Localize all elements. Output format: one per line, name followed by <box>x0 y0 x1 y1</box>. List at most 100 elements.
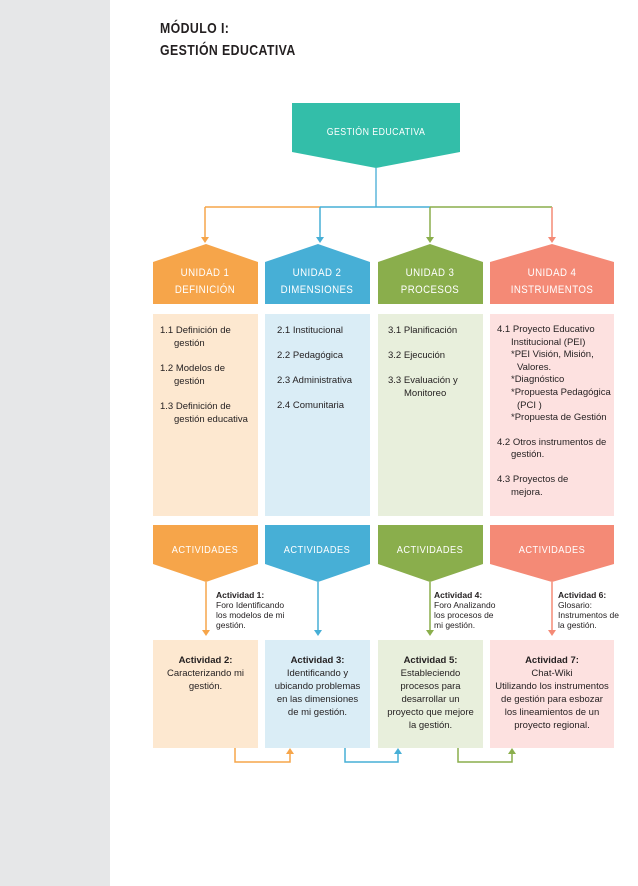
bottom-line: Chat-Wiki <box>531 668 573 679</box>
unit-1-label: UNIDAD 1 DEFINICIÓN <box>159 265 251 299</box>
arrow-head-4 <box>548 237 556 243</box>
bottom-line: la gestión. <box>408 720 453 731</box>
bottom-line: de mi gestión. <box>287 707 348 718</box>
item-number: 4.3 <box>497 473 511 485</box>
arrow-head-2 <box>316 237 324 243</box>
bottom-line: Identificando y <box>286 668 349 679</box>
bottom-link-3-4 <box>457 748 513 763</box>
arrow-head-3 <box>426 237 434 243</box>
activity-3-box: Actividad 3: Identificando y ubicando pr… <box>265 654 370 719</box>
item-number: 2.4 <box>277 400 291 411</box>
item-number: 3.1 <box>388 325 402 336</box>
note-title: Actividad 6: <box>558 590 607 600</box>
bottom-line: gestión. <box>188 681 223 692</box>
unit-3-panel <box>378 314 483 516</box>
bottom-line: proyecto que mejore <box>387 707 474 718</box>
activity-arrowhead-3 <box>426 630 434 636</box>
note-line: los modelos de mi <box>216 610 285 620</box>
unit-2-panel <box>265 314 370 516</box>
bottom-line: procesos para <box>400 681 461 692</box>
item-text: mejora. <box>511 486 543 498</box>
unit-4-header <box>490 244 614 304</box>
item-number: 1.2 <box>160 363 174 374</box>
note-title: Actividad 4: <box>434 590 483 600</box>
bottom-link-2-3-arrow <box>394 748 402 754</box>
bottom-title: Actividad 3: <box>290 655 345 666</box>
bottom-title: Actividad 2: <box>178 655 233 666</box>
activity-arrowhead-2 <box>314 630 322 636</box>
bottom-line: los lineamientos de un <box>504 707 600 718</box>
item-text: gestión educativa <box>174 414 248 425</box>
unit-4-label-line1: UNIDAD 4 <box>527 267 577 279</box>
note-line: Glosario: <box>558 600 593 610</box>
item-number: 1.1 <box>160 325 174 336</box>
note-line: mi gestión. <box>434 620 476 630</box>
activity-7-box: Actividad 7: Chat-Wiki Utilizando los in… <box>490 654 614 732</box>
item-text: *Propuesta Pedagógica <box>511 386 611 398</box>
activity-4-note: Actividad 4: Foro Analizando los proceso… <box>434 590 510 630</box>
unit-2-label-line2: DIMENSIONES <box>280 284 354 296</box>
note-line: la gestión. <box>558 620 597 630</box>
activity-5-box: Actividad 5: Estableciendo procesos para… <box>378 654 483 732</box>
bottom-line: de gestión para esbozar <box>501 694 603 705</box>
activities-1-banner <box>153 525 258 582</box>
unit-1-header <box>153 244 258 304</box>
item-text: Valores. <box>517 361 552 373</box>
item-text: Evaluación y <box>403 375 458 386</box>
activities-2-label: ACTIVIDADES <box>283 544 351 556</box>
top-box <box>292 103 460 168</box>
unit-1-panel <box>153 314 258 516</box>
item-number: 4.2 <box>497 436 511 448</box>
bottom-line: Caracterizando mi <box>166 668 245 679</box>
activities-4-label: ACTIVIDADES <box>518 544 586 556</box>
unit-3-item-2: 3.2 Ejecución <box>388 349 482 362</box>
bottom-line: Estableciendo <box>400 668 461 679</box>
bottom-link-3-4-arrow <box>508 748 516 754</box>
unit-4-content: 4.1 Proyecto Educativo Institucional (PE… <box>497 324 613 511</box>
item-number: 3.3 <box>388 375 402 386</box>
bottom-link-1-2-arrow <box>286 748 294 754</box>
bottom-3-panel <box>378 640 483 748</box>
arrow-head-1 <box>201 237 209 243</box>
bottom-link-1-2 <box>234 748 291 763</box>
item-text: Comunitaria <box>292 400 345 411</box>
unit-3-header <box>378 244 483 304</box>
activity-2-box: Actividad 2: Caracterizando mi gestión. <box>153 654 258 693</box>
bottom-2-panel <box>265 640 370 748</box>
item-number: 2.3 <box>277 375 291 386</box>
item-text: gestión. <box>511 449 545 461</box>
unit-1-label-line1: UNIDAD 1 <box>180 267 230 279</box>
bottom-line: Utilizando los instrumentos <box>495 681 609 692</box>
item-number: 2.1 <box>277 325 291 336</box>
item-text: Administrativa <box>292 375 353 386</box>
unit-4-panel <box>490 314 614 516</box>
top-box-label: GESTIÓN EDUCATIVA <box>326 127 426 138</box>
activities-2-banner <box>265 525 370 582</box>
item-text: *Propuesta de Gestión <box>511 412 607 424</box>
unit-3-label-line1: UNIDAD 3 <box>405 267 455 279</box>
note-line: gestión. <box>216 620 246 630</box>
item-text: Institucional <box>292 325 344 336</box>
bottom-title: Actividad 5: <box>403 655 458 666</box>
activity-6-note: Actividad 6: Glosario: Instrumentos de l… <box>558 590 632 630</box>
item-text: Proyecto Educativo <box>512 324 595 335</box>
note-line: los procesos de <box>434 610 494 620</box>
page-title: MÓDULO I: GESTIÓN EDUCATIVA <box>160 18 296 62</box>
bottom-line: desarrollar un <box>401 694 460 705</box>
unit-3-label-line2: PROCESOS <box>400 284 460 296</box>
item-text: Pedagógica <box>292 350 344 361</box>
unit-2-item-3: 2.3 Administrativa <box>277 374 369 387</box>
item-text: *PEI Visión, Misión, <box>511 349 594 361</box>
item-text: gestión <box>174 338 205 349</box>
unit-2-item-4: 2.4 Comunitaria <box>277 399 369 412</box>
unit-3-content: 3.1 Planificación 3.2 Ejecución 3.3 Eval… <box>388 324 482 412</box>
unit-4-label: UNIDAD 4 INSTRUMENTOS <box>506 265 598 299</box>
bottom-1-panel <box>153 640 258 748</box>
activities-4-banner <box>490 525 614 582</box>
item-text: (PCI ) <box>517 399 542 411</box>
